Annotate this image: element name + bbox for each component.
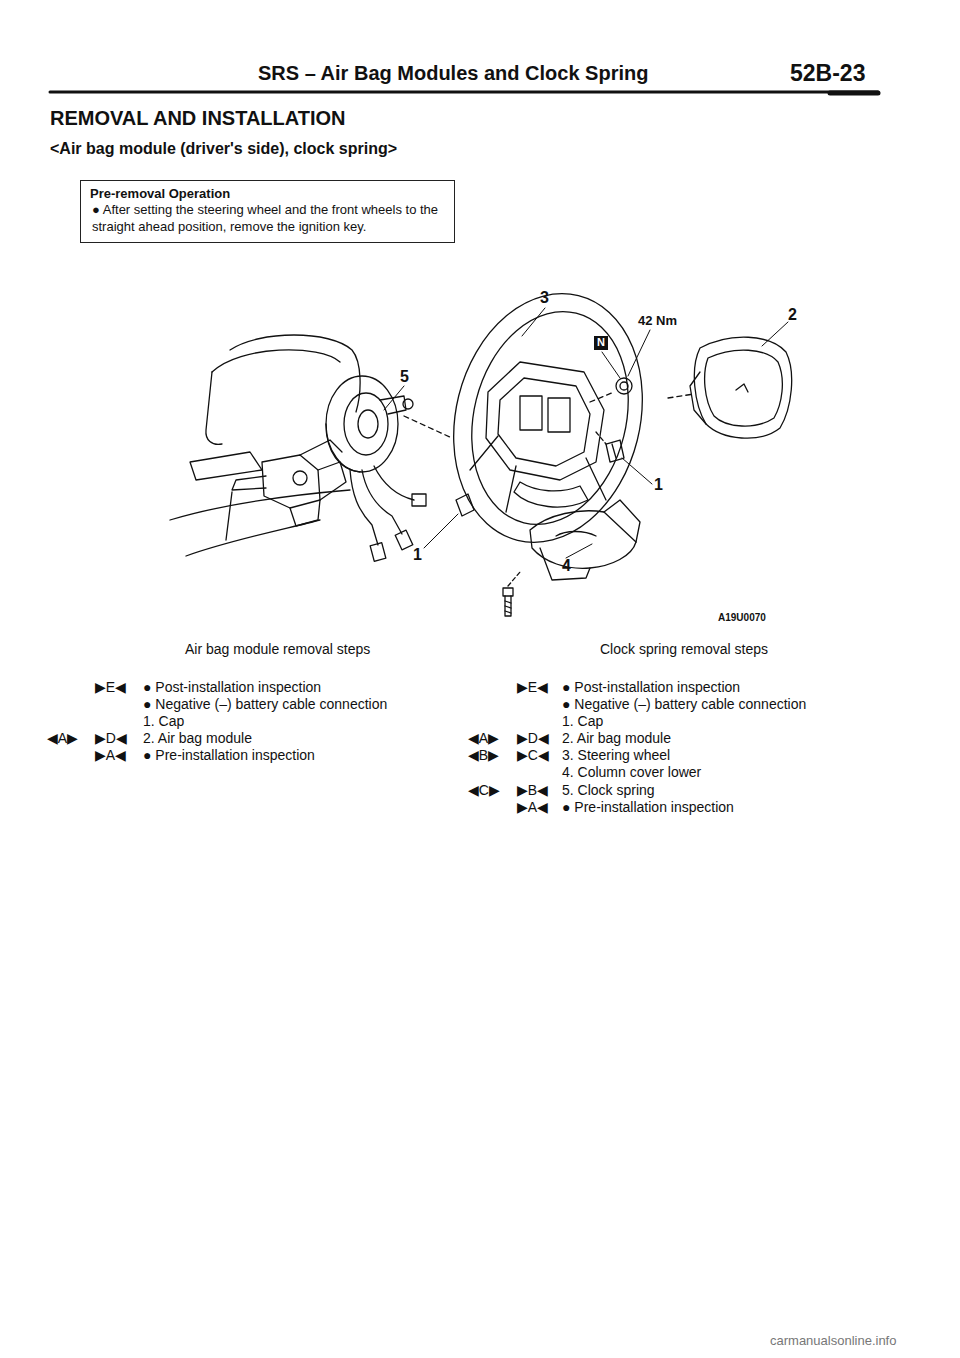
- step-item: 2. Air bag module: [143, 730, 252, 746]
- list-heading: Clock spring removal steps: [600, 641, 768, 657]
- step-item: ● Pre-installation inspection: [143, 747, 315, 763]
- steering-column: [232, 440, 346, 526]
- step-marker: ◀C▶: [468, 782, 500, 798]
- step-item: ● Negative (–) battery cable connection: [562, 696, 806, 712]
- torque-value: 42 Nm: [638, 314, 677, 329]
- step-item: ● Negative (–) battery cable connection: [143, 696, 387, 712]
- step-item: 2. Air bag module: [562, 730, 671, 746]
- step-marker: ▶E◀: [517, 679, 548, 695]
- watermark: carmanualsonline.info: [770, 1334, 896, 1349]
- step-item: ● Post-installation inspection: [562, 679, 740, 695]
- nut: [590, 378, 632, 402]
- step-item: ● Post-installation inspection: [143, 679, 321, 695]
- step-marker: ▶E◀: [95, 679, 126, 695]
- page-header: SRS – Air Bag Modules and Clock Spring: [258, 62, 648, 85]
- step-marker: ▶D◀: [517, 730, 549, 746]
- header-rule-end: [830, 91, 878, 96]
- step-marker: ▶A◀: [95, 747, 126, 763]
- column-cover-lower: [530, 500, 640, 580]
- step-marker: ▶B◀: [517, 782, 548, 798]
- leader-lines: [384, 308, 788, 558]
- note-text: ● After setting the steering wheel and t…: [90, 202, 445, 235]
- step-marker: ▶C◀: [517, 747, 549, 763]
- section-title: REMOVAL AND INSTALLATION: [50, 107, 346, 130]
- step-marker: ◀B▶: [468, 747, 499, 763]
- step-marker: ◀A▶: [47, 730, 78, 746]
- step-item: 4. Column cover lower: [562, 764, 701, 780]
- header-rule: [50, 91, 878, 94]
- step-item: 1. Cap: [562, 713, 603, 729]
- clock-spring: [326, 376, 452, 561]
- cap: [456, 432, 624, 516]
- step-marker: ▶D◀: [95, 730, 127, 746]
- page-number: 52B-23: [790, 60, 865, 86]
- callout-number: 3: [540, 289, 549, 307]
- symbol-box: [594, 336, 608, 350]
- list-heading: Air bag module removal steps: [185, 641, 370, 657]
- step-item: 5. Clock spring: [562, 782, 655, 798]
- callout-number: 4: [562, 557, 571, 575]
- step-marker: ◀A▶: [468, 730, 499, 746]
- step-marker: ▶A◀: [517, 799, 548, 815]
- section-subtitle: <Air bag module (driver's side), clock s…: [50, 140, 397, 158]
- symbol-letter: N: [597, 336, 605, 349]
- callout-number: 1: [413, 546, 422, 564]
- callout-number: 2: [788, 306, 797, 324]
- callout-number: 1: [654, 476, 663, 494]
- figure-code: A19U0070: [718, 612, 766, 624]
- step-item: ● Pre-installation inspection: [562, 799, 734, 815]
- dashboard-sketch: [170, 335, 360, 556]
- step-item: 3. Steering wheel: [562, 747, 670, 763]
- callout-number: 5: [400, 368, 409, 386]
- note-box: Pre-removal Operation● After setting the…: [80, 180, 455, 243]
- note-heading: Pre-removal Operation: [90, 186, 445, 202]
- air-bag-module: [668, 337, 792, 438]
- step-item: 1. Cap: [143, 713, 184, 729]
- screw: [503, 572, 520, 616]
